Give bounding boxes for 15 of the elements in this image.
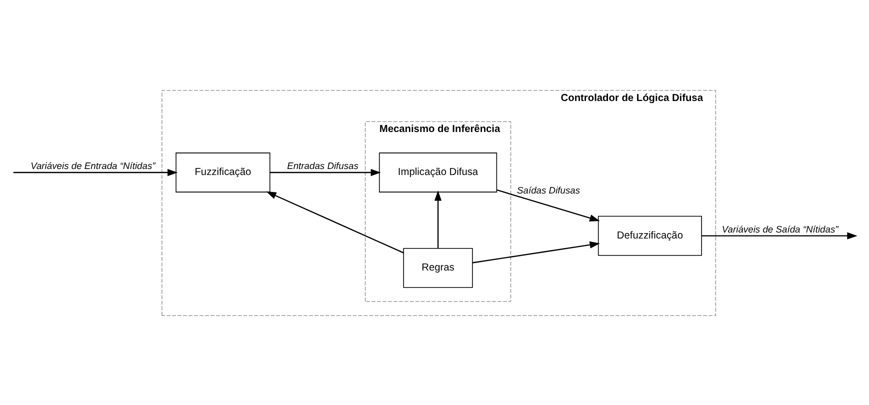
arrow: [496, 188, 600, 221]
arrow: [13, 168, 178, 176]
node-box: Defuzzificação: [598, 215, 702, 256]
arrow: [434, 190, 442, 248]
arrow: [266, 190, 404, 253]
edge-label: Entradas Difusas: [287, 160, 358, 171]
arrow: [270, 168, 381, 176]
edge-label: Variáveis de Saída “Nítidas”: [722, 224, 838, 234]
node-box: Implicação Difusa: [378, 152, 498, 192]
arrow: [702, 232, 858, 239]
edge-label: Variáveis de Entrada “Nítidas”: [30, 160, 156, 171]
node-box: Fuzzificação: [176, 152, 270, 192]
arrow: [472, 240, 600, 263]
edge-label: Saídas Difusas: [517, 184, 580, 195]
node-box: Regras: [403, 247, 473, 288]
